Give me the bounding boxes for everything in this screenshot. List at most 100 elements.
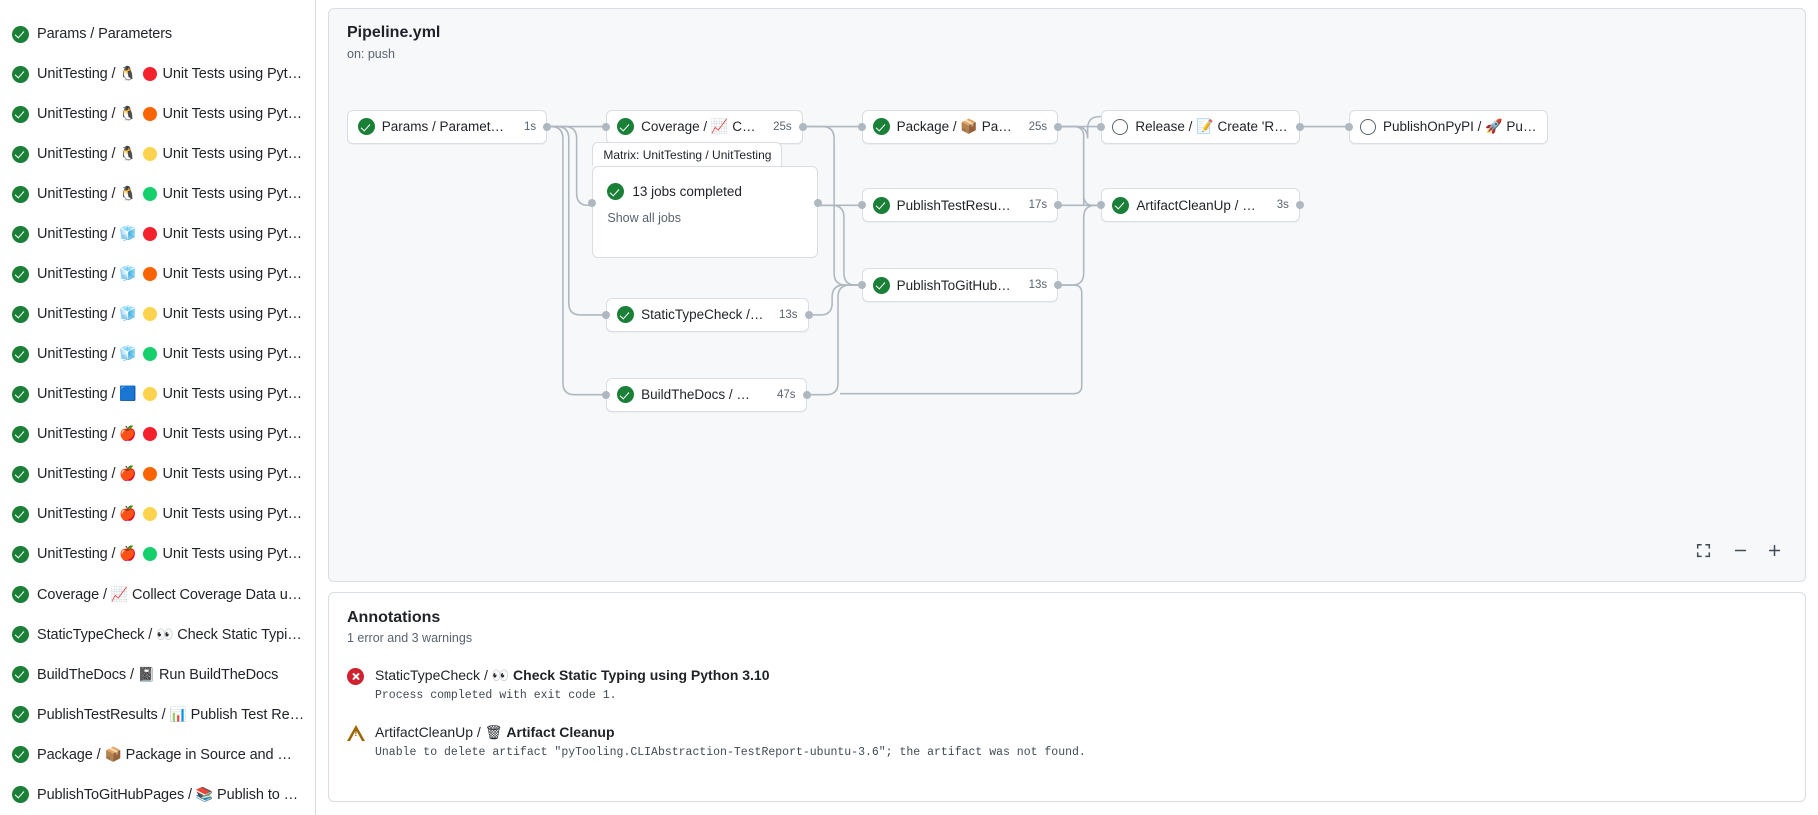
sidebar-job-item[interactable]: Coverage / 📈 Collect Coverage Data usi..…: [0, 574, 315, 614]
success-check-icon: [12, 545, 29, 563]
matrix-color-dot-icon: [142, 546, 157, 561]
sidebar-job-item[interactable]: UnitTesting / 🧊 Unit Tests using Pyth...: [0, 294, 315, 334]
sidebar-job-item[interactable]: UnitTesting / 🍎 Unit Tests using Pyth...: [0, 454, 315, 494]
zoom-out-button[interactable]: [1728, 538, 1752, 562]
node-output-port: [1295, 122, 1304, 131]
matrix-group-label: Matrix: UnitTesting / UnitTesting: [592, 142, 783, 167]
node-emoji-icon: 🗑: [1242, 196, 1262, 213]
warning-icon-wrap: [347, 725, 365, 743]
success-check-icon: [12, 105, 29, 123]
sidebar-job-item[interactable]: UnitTesting / 🐧 Unit Tests using Pyth...: [0, 54, 315, 94]
graph-node-release[interactable]: Release / 📝 Create 'Release P...: [1101, 109, 1300, 144]
job-emoji-icon: 🍎: [119, 505, 141, 522]
sidebar-job-item[interactable]: UnitTesting / 🐧 Unit Tests using Pyth...: [0, 94, 315, 134]
sidebar-job-item[interactable]: UnitTesting / 🍎 Unit Tests using Pyth...: [0, 534, 315, 574]
success-check-icon: [872, 196, 890, 214]
graph-node-publishpages[interactable]: PublishToGitHubPages / 📚 ... 13s: [861, 268, 1059, 303]
sidebar-job-label: PublishTestResults / 📊 Publish Test Resu…: [37, 705, 305, 723]
zoom-controls[interactable]: [1691, 537, 1787, 563]
job-emoji-icon: 🍎: [119, 425, 141, 442]
sidebar-job-item[interactable]: UnitTesting / 🐧 Unit Tests using Pyth...: [0, 174, 315, 214]
graph-node-label: Package / 📦 Package in So...: [896, 118, 1014, 135]
job-emoji-icon: 🐧: [119, 65, 141, 82]
annotation-emoji-icon: 👀: [491, 667, 514, 683]
matrix-color-dot-icon: [142, 426, 157, 441]
graph-node-duration: 25s: [1028, 120, 1048, 133]
sidebar-job-item[interactable]: Package / 📦 Package in Source and Wh...: [0, 734, 315, 774]
job-emoji-icon: 🧊: [119, 345, 141, 362]
sidebar-job-item[interactable]: StaticTypeCheck / 👀 Check Static Typing.…: [0, 614, 315, 654]
matrix-output-port: [814, 199, 823, 208]
job-emoji-icon: 🧊: [119, 265, 141, 282]
graph-node-artifact[interactable]: ArtifactCleanUp / 🗑 Artifac...3s: [1101, 188, 1300, 223]
annotations-summary: 1 error and 3 warnings: [347, 631, 473, 645]
annotation-heading: StaticTypeCheck / 👀 Check Static Typing …: [375, 667, 770, 683]
graph-node-pypi[interactable]: PublishOnPyPI / 🚀 Publish to ...: [1349, 109, 1548, 144]
sidebar-job-item[interactable]: UnitTesting / 🐧 Unit Tests using Pyth...: [0, 134, 315, 174]
sidebar-job-item[interactable]: PublishTestResults / 📊 Publish Test Resu…: [0, 694, 315, 734]
success-check-icon: [12, 65, 29, 83]
annotation-emoji-icon: 🗑: [484, 724, 507, 740]
job-emoji-icon: 📈: [110, 585, 132, 602]
graph-node-buildthedocs[interactable]: BuildTheDocs / 📓 Run Buil...47s: [606, 377, 807, 412]
job-emoji-icon: 🧊: [119, 225, 141, 242]
sidebar-job-label: Params / Parameters: [37, 26, 173, 42]
node-output-port: [1295, 201, 1304, 210]
annotation-item: ArtifactCleanUp / 🗑 Artifact CleanupUnab…: [347, 724, 1787, 759]
node-output-port: [1054, 281, 1063, 290]
job-emoji-icon: 🍎: [119, 545, 141, 562]
annotation-message: Unable to delete artifact "pyTooling.CLI…: [375, 746, 1086, 759]
sidebar-job-label: UnitTesting / 🐧 Unit Tests using Pyth...: [37, 65, 305, 83]
graph-node-publishtest[interactable]: PublishTestResults / 📊 Pu...17s: [861, 188, 1059, 223]
sidebar-job-item[interactable]: PublishToGitHubPages / 📚 Publish to G...: [0, 774, 315, 814]
sidebar-job-item[interactable]: UnitTesting / 🍎 Unit Tests using Pyth...: [0, 414, 315, 454]
success-check-icon: [12, 385, 29, 403]
node-emoji-icon: 📓: [736, 386, 758, 403]
fit-screen-icon[interactable]: [1691, 538, 1715, 562]
graph-node-duration: 13s: [778, 308, 798, 321]
graph-node-package[interactable]: Package / 📦 Package in So... 25s: [861, 109, 1059, 144]
sidebar-job-label: UnitTesting / 🟦 Unit Tests using Pyth...: [37, 385, 305, 403]
sidebar-job-item[interactable]: Params / Parameters: [0, 14, 315, 54]
graph-node-coverage[interactable]: Coverage / 📈 Collect Cove...25s: [606, 109, 803, 144]
sidebar-job-item[interactable]: UnitTesting / 🧊 Unit Tests using Pyth...: [0, 334, 315, 374]
workflow-graph-panel[interactable]: Pipeline.yml on: push: [328, 8, 1806, 582]
graph-node-duration: 13s: [1028, 279, 1048, 292]
annotation-step-name: Check Static Typing using Python 3.10: [513, 667, 770, 683]
main-content: Pipeline.yml on: push: [316, 0, 1818, 815]
show-all-jobs-link[interactable]: Show all jobs: [607, 211, 682, 226]
zoom-in-button[interactable]: [1762, 538, 1786, 562]
success-check-icon: [12, 145, 29, 163]
sidebar-job-item[interactable]: UnitTesting / 🧊 Unit Tests using Pyth...: [0, 214, 315, 254]
success-check-icon: [12, 345, 29, 363]
node-output-port: [798, 122, 807, 131]
graph-node-label: ArtifactCleanUp / 🗑 Artifac...: [1136, 197, 1261, 214]
sidebar-job-item[interactable]: UnitTesting / 🟦 Unit Tests using Pyth...: [0, 374, 315, 414]
error-icon-wrap: [347, 668, 365, 686]
success-check-icon: [12, 225, 29, 243]
success-check-icon: [12, 505, 29, 523]
graph-node-statictype[interactable]: StaticTypeCheck / 👀 Chec...13s: [606, 297, 809, 332]
node-output-port: [802, 390, 811, 399]
node-emoji-icon: 📈: [710, 118, 733, 135]
sidebar-job-label: Package / 📦 Package in Source and Wh...: [37, 745, 305, 763]
node-input-port: [602, 122, 611, 131]
sidebar-job-item[interactable]: UnitTesting / 🧊 Unit Tests using Pyth...: [0, 254, 315, 294]
node-emoji-icon: 📦: [960, 118, 982, 135]
node-input-port: [857, 281, 866, 290]
sidebar-job-item[interactable]: UnitTesting / 🍎 Unit Tests using Pyth...: [0, 494, 315, 534]
sidebar-job-item[interactable]: BuildTheDocs / 📓 Run BuildTheDocs: [0, 654, 315, 694]
success-check-icon: [12, 665, 29, 683]
success-check-icon: [12, 265, 29, 283]
matrix-color-dot-icon: [142, 306, 157, 321]
sidebar-job-label: UnitTesting / 🍎 Unit Tests using Pyth...: [37, 545, 305, 563]
pending-circle-icon: [1360, 118, 1377, 135]
matrix-color-dot-icon: [142, 106, 157, 121]
job-emoji-icon: 🐧: [119, 145, 141, 162]
matrix-color-dot-icon: [142, 346, 157, 361]
success-check-icon: [12, 585, 29, 603]
